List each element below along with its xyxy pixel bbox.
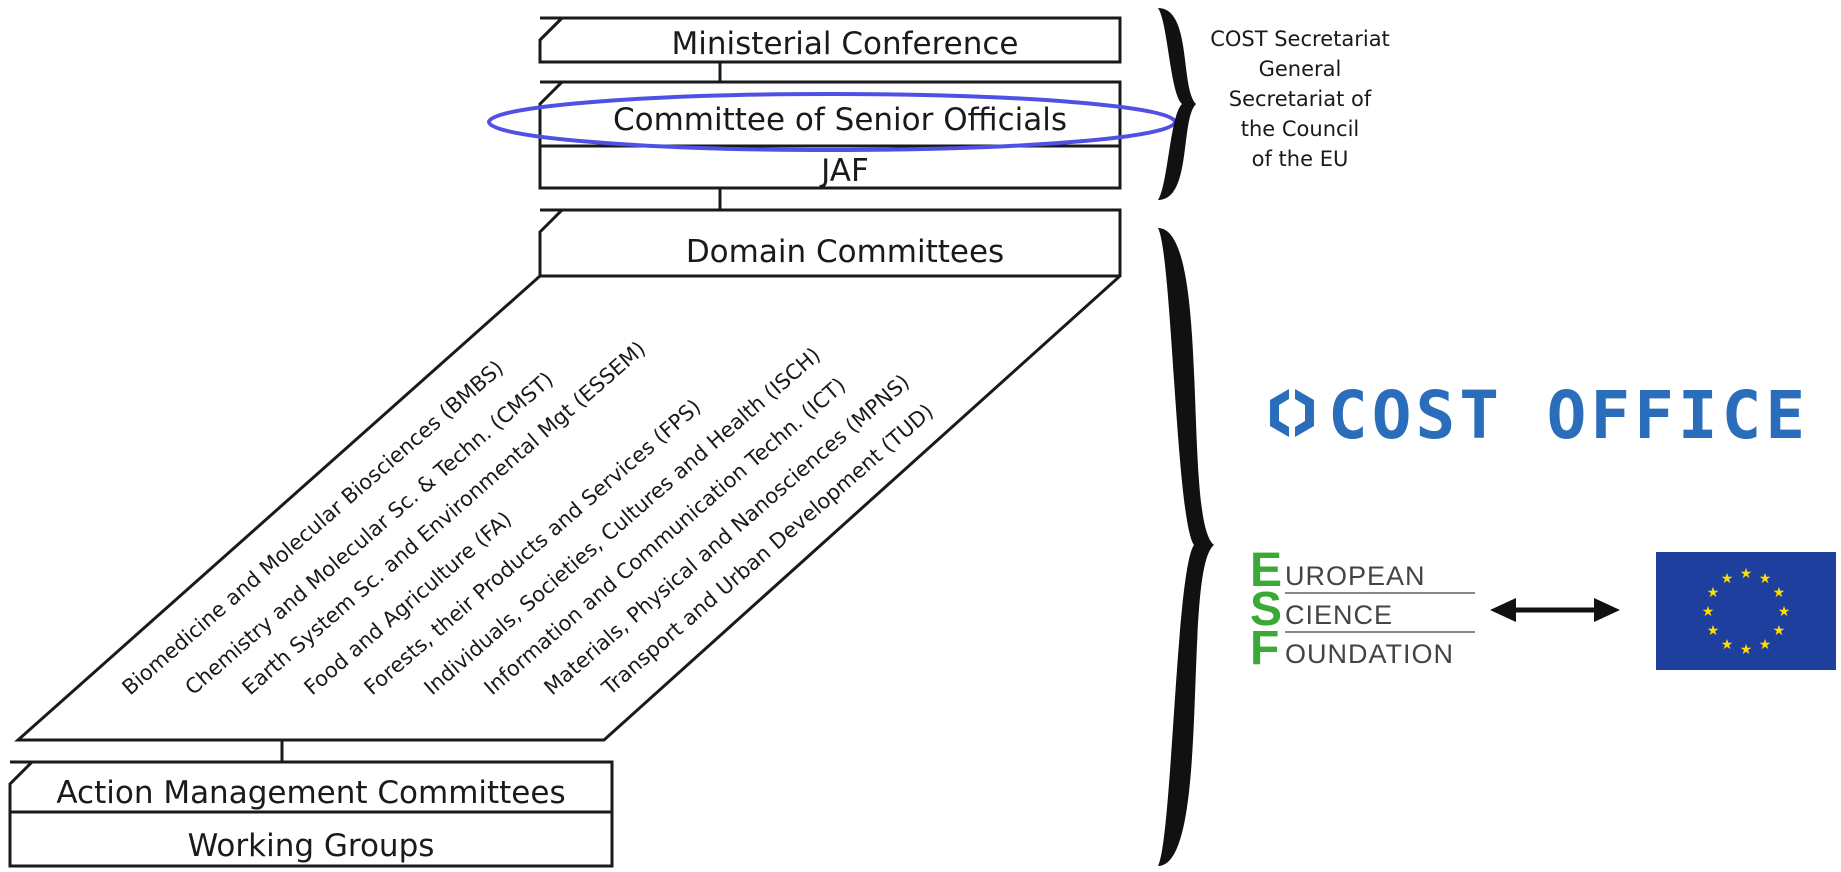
eu-star-icon: ★ (1740, 566, 1753, 582)
eu-star-icon: ★ (1721, 637, 1734, 653)
eu-star-icon: ★ (1773, 623, 1786, 639)
esf-word: UROPEAN (1285, 561, 1426, 591)
secretariat-line: of the EU (1252, 147, 1349, 171)
eu-star-icon: ★ (1759, 571, 1772, 587)
esf-initial: F (1250, 622, 1279, 675)
cso-label: Committee of Senior Officials (613, 102, 1067, 138)
esf-initial: E (1250, 544, 1282, 597)
secretariat-line: COST Secretariat (1210, 27, 1390, 51)
secretariat-line: Secretariat of (1229, 87, 1372, 111)
esf-word: CIENCE (1285, 600, 1393, 630)
eu-flag-icon: ★★★★★★★★★★★★ (1656, 552, 1836, 670)
domain-committees-label: Domain Committees (686, 234, 1004, 270)
esf-word: OUNDATION (1285, 639, 1454, 669)
ministerial-conference-label: Ministerial Conference (672, 26, 1019, 62)
amc-wg-box: Action Management Committees Working Gro… (8, 760, 614, 868)
cost-logo-icon (1270, 389, 1314, 437)
curly-brace-icon (1158, 8, 1196, 200)
eu-star-icon: ★ (1707, 623, 1720, 639)
eu-star-icon: ★ (1707, 585, 1720, 601)
eu-star-icon: ★ (1773, 585, 1786, 601)
cso-jaf-box: Committee of Senior Officials JAF (538, 80, 1122, 190)
amc-label: Action Management Committees (56, 775, 565, 811)
eu-star-icon: ★ (1702, 604, 1715, 620)
cost-office-label: COST OFFICE (1328, 377, 1809, 454)
eu-star-icon: ★ (1778, 604, 1791, 620)
curly-brace-icon (1158, 228, 1214, 866)
eu-star-icon: ★ (1740, 642, 1753, 658)
wg-label: Working Groups (188, 828, 435, 864)
ministerial-conference-box: Ministerial Conference (538, 16, 1122, 64)
esf-initial: S (1250, 583, 1282, 636)
esf-logo: E UROPEAN S CIENCE F OUNDATION (1250, 544, 1475, 675)
domain-committees-shape: Domain Committees (14, 208, 1122, 742)
eu-star-icon: ★ (1759, 637, 1772, 653)
jaf-label: JAF (819, 153, 869, 189)
eu-star-icon: ★ (1721, 571, 1734, 587)
double-arrow-icon (1490, 598, 1620, 622)
secretariat-line: General (1259, 57, 1342, 81)
secretariat-text: COST Secretariat General Secretariat of … (1210, 27, 1390, 171)
cost-office-logo: COST OFFICE (1270, 377, 1809, 454)
secretariat-line: the Council (1241, 117, 1359, 141)
